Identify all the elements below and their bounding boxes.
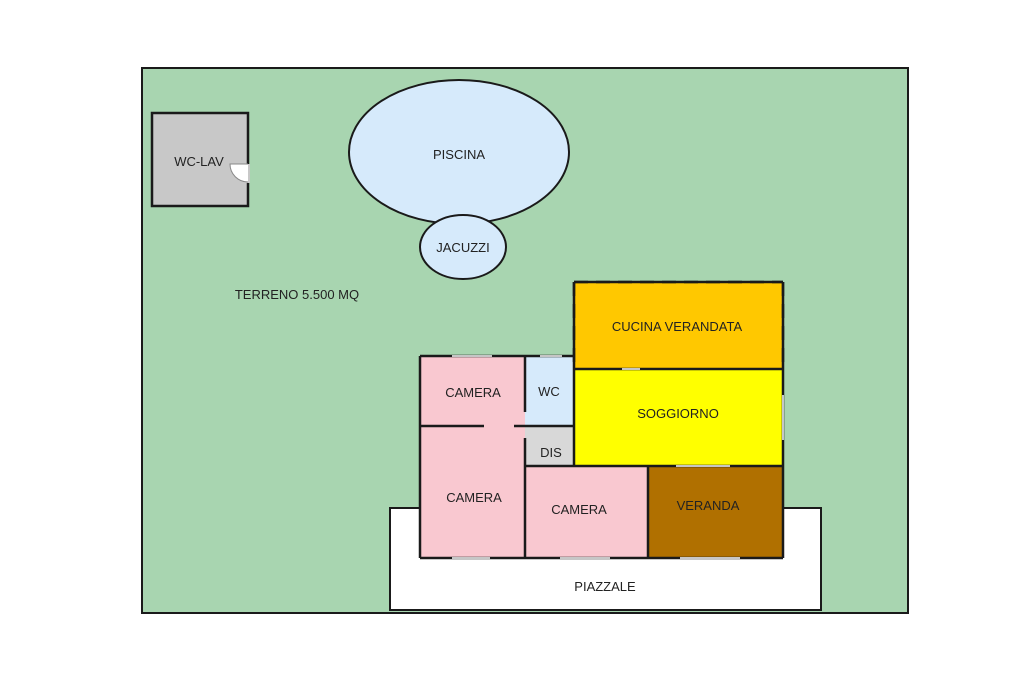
piscina-label: PISCINA bbox=[433, 147, 485, 162]
window-openings bbox=[452, 355, 784, 559]
door-swing-icon bbox=[229, 163, 249, 183]
camera-mid-label: CAMERA bbox=[551, 502, 607, 517]
camera-left-room bbox=[420, 426, 525, 558]
wc-lav-label: WC-LAV bbox=[174, 154, 224, 169]
veranda-wall-dashes bbox=[572, 280, 785, 369]
camera-top-room bbox=[420, 356, 525, 426]
jacuzzi-label: JACUZZI bbox=[436, 240, 489, 255]
soggiorno-label: SOGGIORNO bbox=[637, 406, 719, 421]
dis-room bbox=[525, 426, 574, 466]
jacuzzi-tub bbox=[419, 214, 507, 280]
veranda-room bbox=[648, 466, 783, 558]
wc-room bbox=[525, 356, 574, 426]
piazzale-label: PIAZZALE bbox=[574, 579, 636, 594]
camera-mid-room bbox=[525, 466, 648, 558]
wc-lav-room: WC-LAV bbox=[150, 111, 250, 208]
soggiorno-room bbox=[574, 369, 783, 466]
terreno-label: TERRENO 5.500 MQ bbox=[235, 287, 359, 302]
dis-label: DIS bbox=[540, 445, 562, 460]
wc-label: WC bbox=[538, 384, 560, 399]
cucina-verandata-label: CUCINA VERANDATA bbox=[612, 319, 743, 334]
cucina-verandata-room bbox=[574, 282, 783, 369]
camera-top-label: CAMERA bbox=[445, 385, 501, 400]
veranda-label: VERANDA bbox=[677, 498, 740, 513]
camera-left-label: CAMERA bbox=[446, 490, 502, 505]
